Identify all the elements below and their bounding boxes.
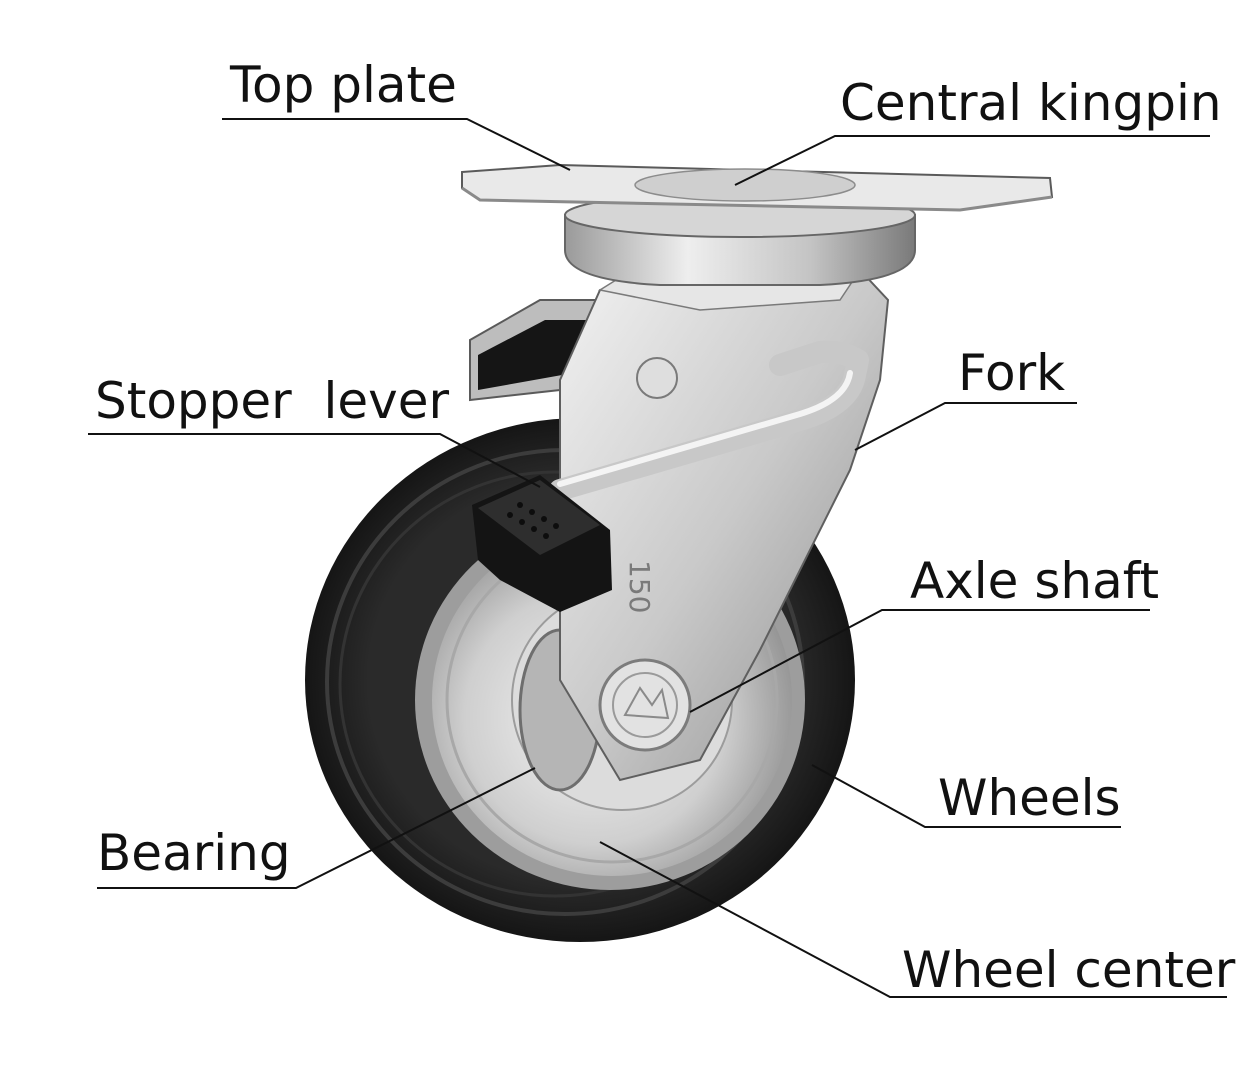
fork-back-opening	[478, 320, 590, 390]
leader-axle-shaft	[689, 609, 1150, 713]
label-bearing: Bearing	[97, 824, 291, 882]
part-labels: Top plate Central kingpin Fork Stopper l…	[95, 56, 1236, 999]
leader-fork	[854, 402, 1077, 451]
axle-cap-inner	[612, 672, 678, 738]
axle-emblem	[623, 686, 670, 720]
lever-pedal-top	[478, 480, 600, 555]
label-wheels: Wheels	[938, 769, 1121, 827]
leader-wheels	[811, 764, 1121, 828]
fork-rivet	[636, 357, 678, 399]
leader-central-kingpin	[734, 135, 1210, 186]
stopper-lever	[472, 340, 869, 612]
top-plate-edge	[461, 186, 1053, 212]
label-stopper-lever: Stopper lever	[95, 372, 450, 430]
top-plate-assembly	[461, 163, 1054, 286]
label-fork: Fork	[958, 344, 1065, 402]
pedal-grip-dots	[507, 502, 559, 539]
label-axle-shaft: Axle shaft	[910, 552, 1159, 610]
wheel-size-marking: 150	[623, 560, 656, 613]
label-central-kingpin: Central kingpin	[840, 74, 1222, 132]
leader-top-plate	[222, 118, 571, 171]
lever-rod	[549, 340, 869, 501]
leader-stopper-lever	[88, 433, 541, 488]
label-wheel-center: Wheel center	[902, 941, 1236, 999]
kingpin-boss	[634, 168, 856, 202]
leader-bearing	[97, 767, 536, 889]
axle-shaft	[598, 658, 692, 752]
lever-rod-highlight	[557, 370, 853, 487]
label-top-plate: Top plate	[229, 56, 457, 114]
leader-lines	[88, 118, 1227, 998]
leader-wheel-center	[599, 841, 1227, 998]
